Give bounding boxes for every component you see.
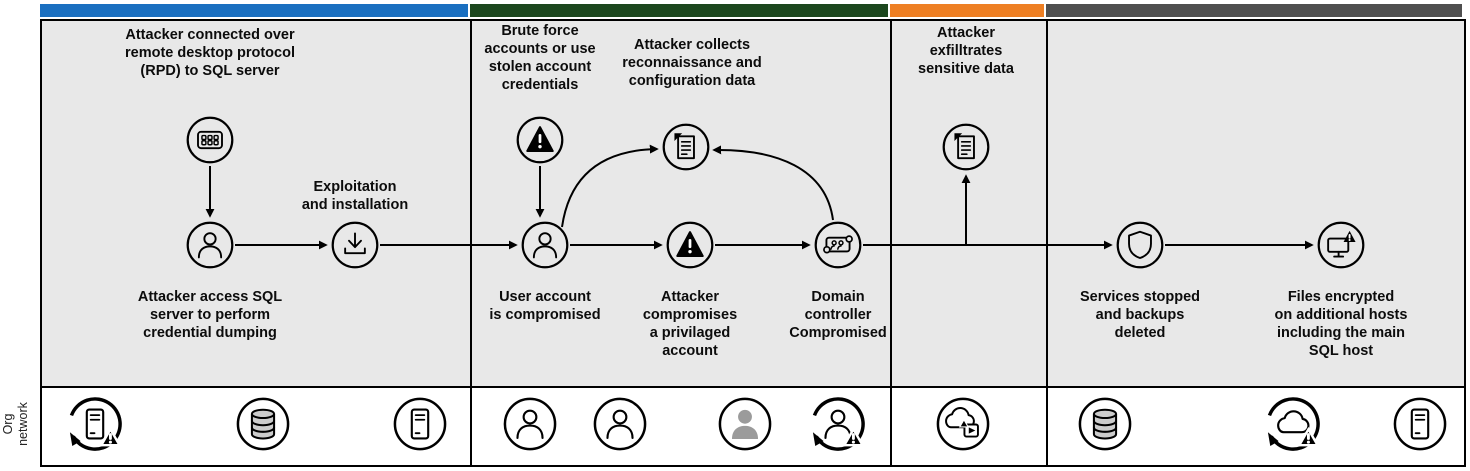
- compromised-sql-host-icon: [68, 397, 122, 451]
- warning-glyph: [516, 116, 564, 164]
- phase-initial-access-bar: [40, 4, 468, 17]
- database-icon: [1078, 397, 1132, 451]
- person-glyph: [521, 221, 569, 269]
- warning-glyph: [666, 221, 714, 269]
- shield-icon: [1116, 221, 1164, 269]
- phase-impact-bar: [1046, 4, 1462, 17]
- compromised-user-icon: [521, 221, 569, 269]
- rdp-keypad-icon: [186, 116, 234, 164]
- server-host-icon: [393, 397, 447, 451]
- warning-badge-icon: [1297, 426, 1320, 447]
- phase-privilege-escalation-bar: [470, 4, 888, 17]
- warning-badge-icon: [842, 426, 865, 447]
- personFilled-glyph: [718, 397, 772, 451]
- database-glyph: [1078, 397, 1132, 451]
- person-glyph: [812, 397, 865, 451]
- person-glyph: [186, 221, 234, 269]
- compromised-user-account-icon: [811, 397, 865, 451]
- warning-badge-icon: [99, 426, 122, 447]
- user-account-icon: [503, 397, 557, 451]
- phase-exfiltration-section: [890, 19, 1048, 388]
- org-network-label: Org network: [1, 402, 30, 446]
- domain-controller-icon: [814, 221, 862, 269]
- computerWarning-glyph: [1317, 221, 1365, 269]
- compromised-cloud-icon: [1266, 397, 1320, 451]
- install-icon: [331, 221, 379, 269]
- attacker-person-icon: [186, 221, 234, 269]
- person-glyph: [503, 397, 557, 451]
- server-glyph: [69, 397, 122, 451]
- console-glyph: [814, 221, 862, 269]
- install-glyph: [331, 221, 379, 269]
- keypad-glyph: [186, 116, 234, 164]
- exfiltration-cloud-icon: [936, 397, 990, 451]
- phase-impact-section: [1046, 19, 1466, 388]
- exfiltration-document-icon: [942, 123, 990, 171]
- server-glyph: [1393, 397, 1447, 451]
- document-glyph: [942, 123, 990, 171]
- sql-host-icon: [1393, 397, 1447, 451]
- database-glyph: [236, 397, 290, 451]
- privileged-warning-icon: [666, 221, 714, 269]
- encrypted-host-icon: [1317, 221, 1365, 269]
- database-icon: [236, 397, 290, 451]
- phase-initial-access-section: [40, 19, 472, 388]
- phase-exfiltration-bar: [890, 4, 1044, 17]
- person-glyph: [593, 397, 647, 451]
- cloud-glyph: [1267, 397, 1320, 451]
- recon-data-document-icon: [662, 123, 710, 171]
- server-glyph: [393, 397, 447, 451]
- document-glyph: [662, 123, 710, 171]
- cloudPlay-glyph: [936, 397, 990, 451]
- phase-privilege-escalation-asset-box: [470, 386, 892, 467]
- disabled-user-icon: [718, 397, 772, 451]
- user-account-icon: [593, 397, 647, 451]
- brute-force-warning-icon: [516, 116, 564, 164]
- shield-glyph: [1116, 221, 1164, 269]
